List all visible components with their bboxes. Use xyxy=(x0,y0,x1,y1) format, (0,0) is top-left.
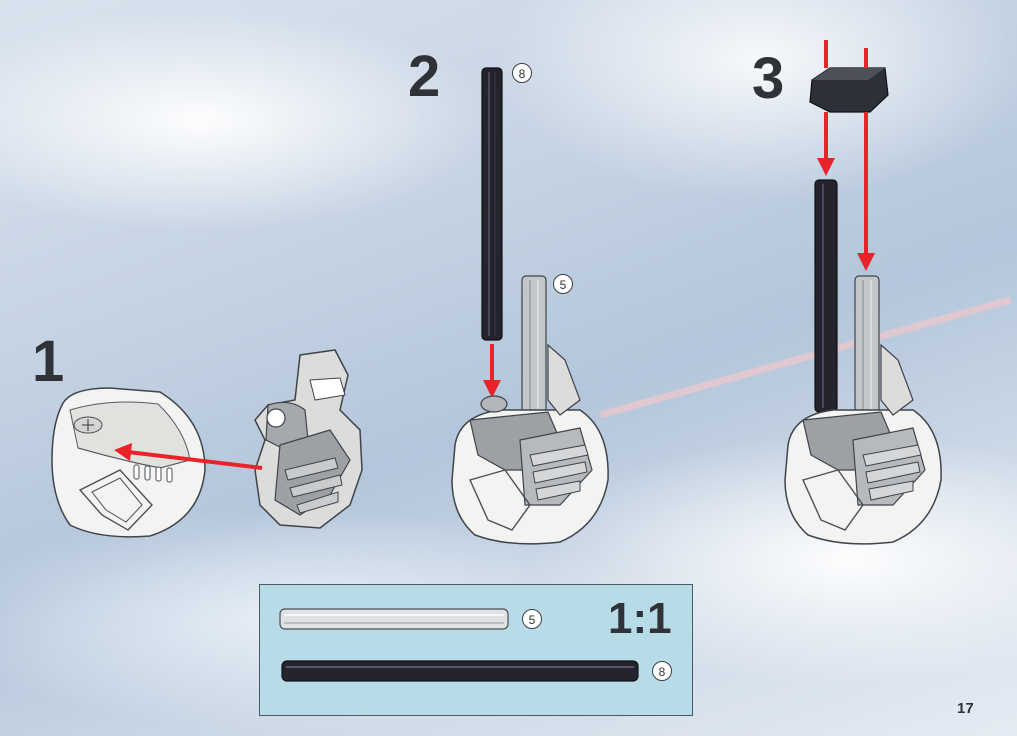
part-callout-8: 8 xyxy=(652,661,672,681)
light-axle-in-assembly xyxy=(855,276,879,426)
dark-axle-in-assembly xyxy=(815,180,837,412)
dark-axle-8-actual-size xyxy=(282,661,638,681)
page-number: 17 xyxy=(957,700,974,717)
light-axle-5-actual-size xyxy=(280,609,508,629)
part-callout-5: 5 xyxy=(522,609,542,629)
dark-connector-piece xyxy=(810,68,888,112)
scale-ratio: 1:1 xyxy=(608,597,672,641)
parts-needed-box: 5 8 1:1 xyxy=(259,584,693,716)
